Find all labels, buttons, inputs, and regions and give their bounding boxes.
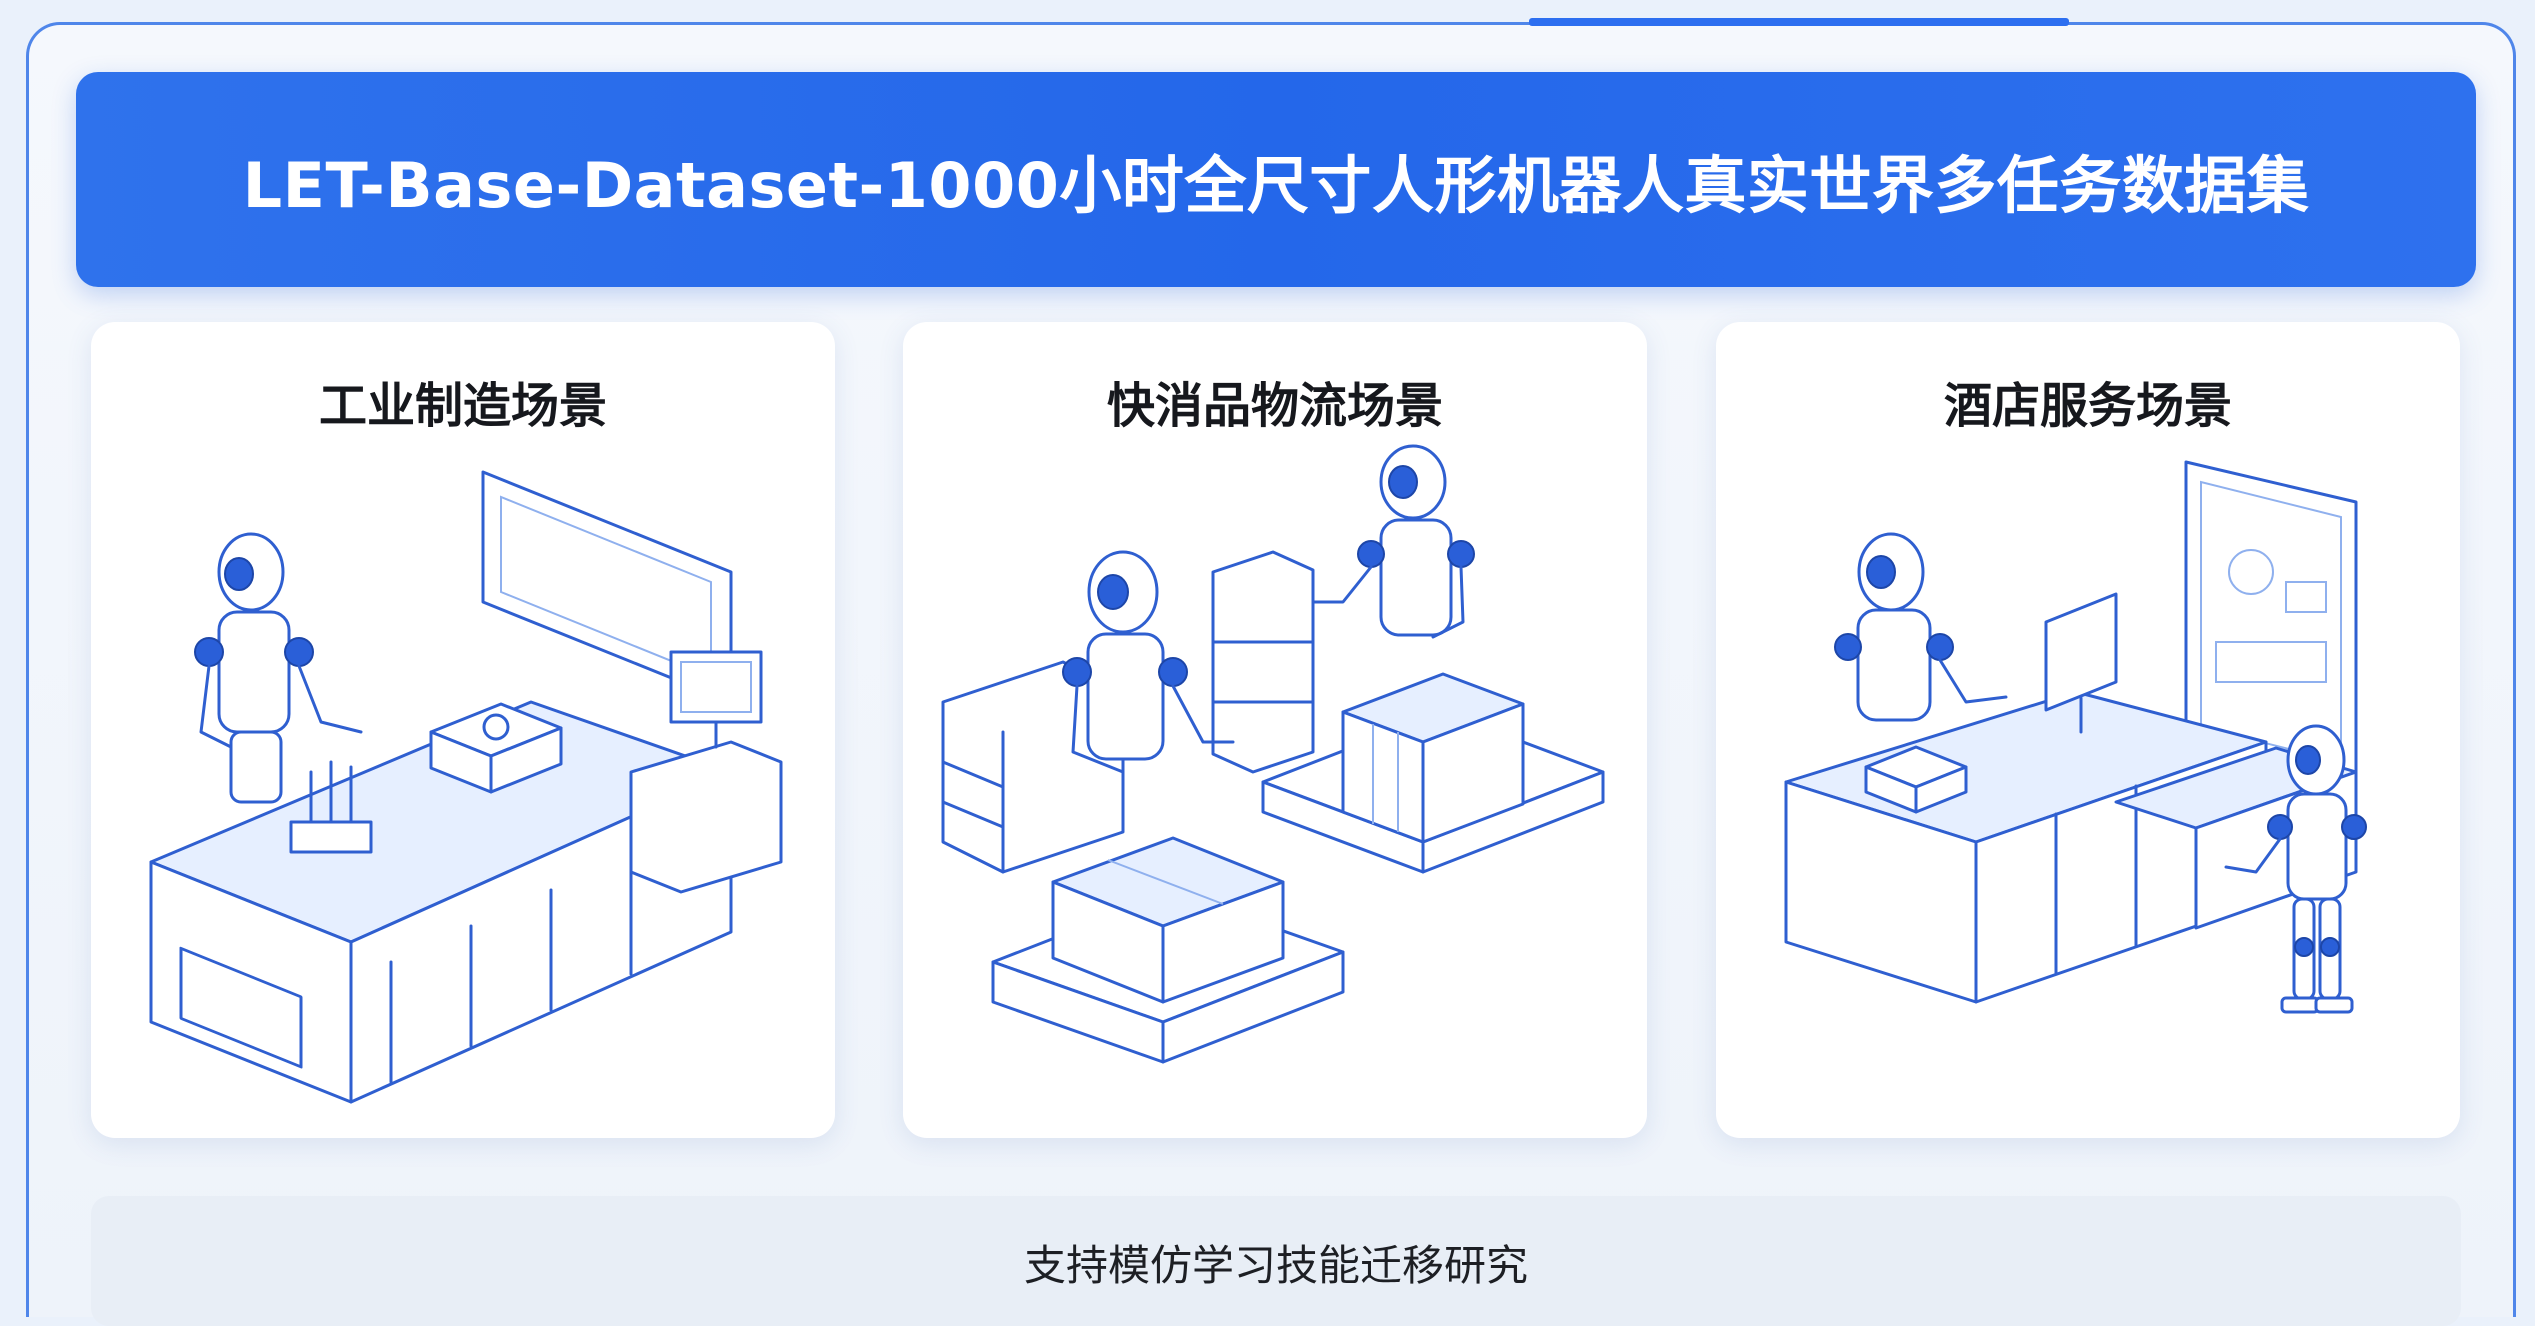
- scene-card-logistics: 快消品物流场景: [903, 322, 1647, 1138]
- scene-card-hotel: 酒店服务场景: [1716, 322, 2460, 1138]
- page-title: LET-Base-Dataset-1000小时全尺寸人形机器人真实世界多任务数据…: [242, 148, 2310, 222]
- robot-pallets-icon: [941, 444, 1605, 1064]
- robot-workbench-icon: [149, 470, 783, 1104]
- robot-reception-icon: [1784, 460, 2367, 1014]
- scene-title-hotel: 酒店服务场景: [1943, 378, 2232, 434]
- scene-title-industrial: 工业制造场景: [318, 378, 607, 434]
- frame-accent-bar: [1529, 18, 2069, 26]
- title-banner: LET-Base-Dataset-1000小时全尺寸人形机器人真实世界多任务数据…: [76, 72, 2476, 287]
- footer-text: 支持模仿学习技能迁移研究: [1023, 1241, 1528, 1290]
- footer-note: 支持模仿学习技能迁移研究: [91, 1196, 2461, 1326]
- scene-title-logistics: 快消品物流场景: [1106, 378, 1443, 434]
- scene-card-industrial: 工业制造场景: [91, 322, 835, 1138]
